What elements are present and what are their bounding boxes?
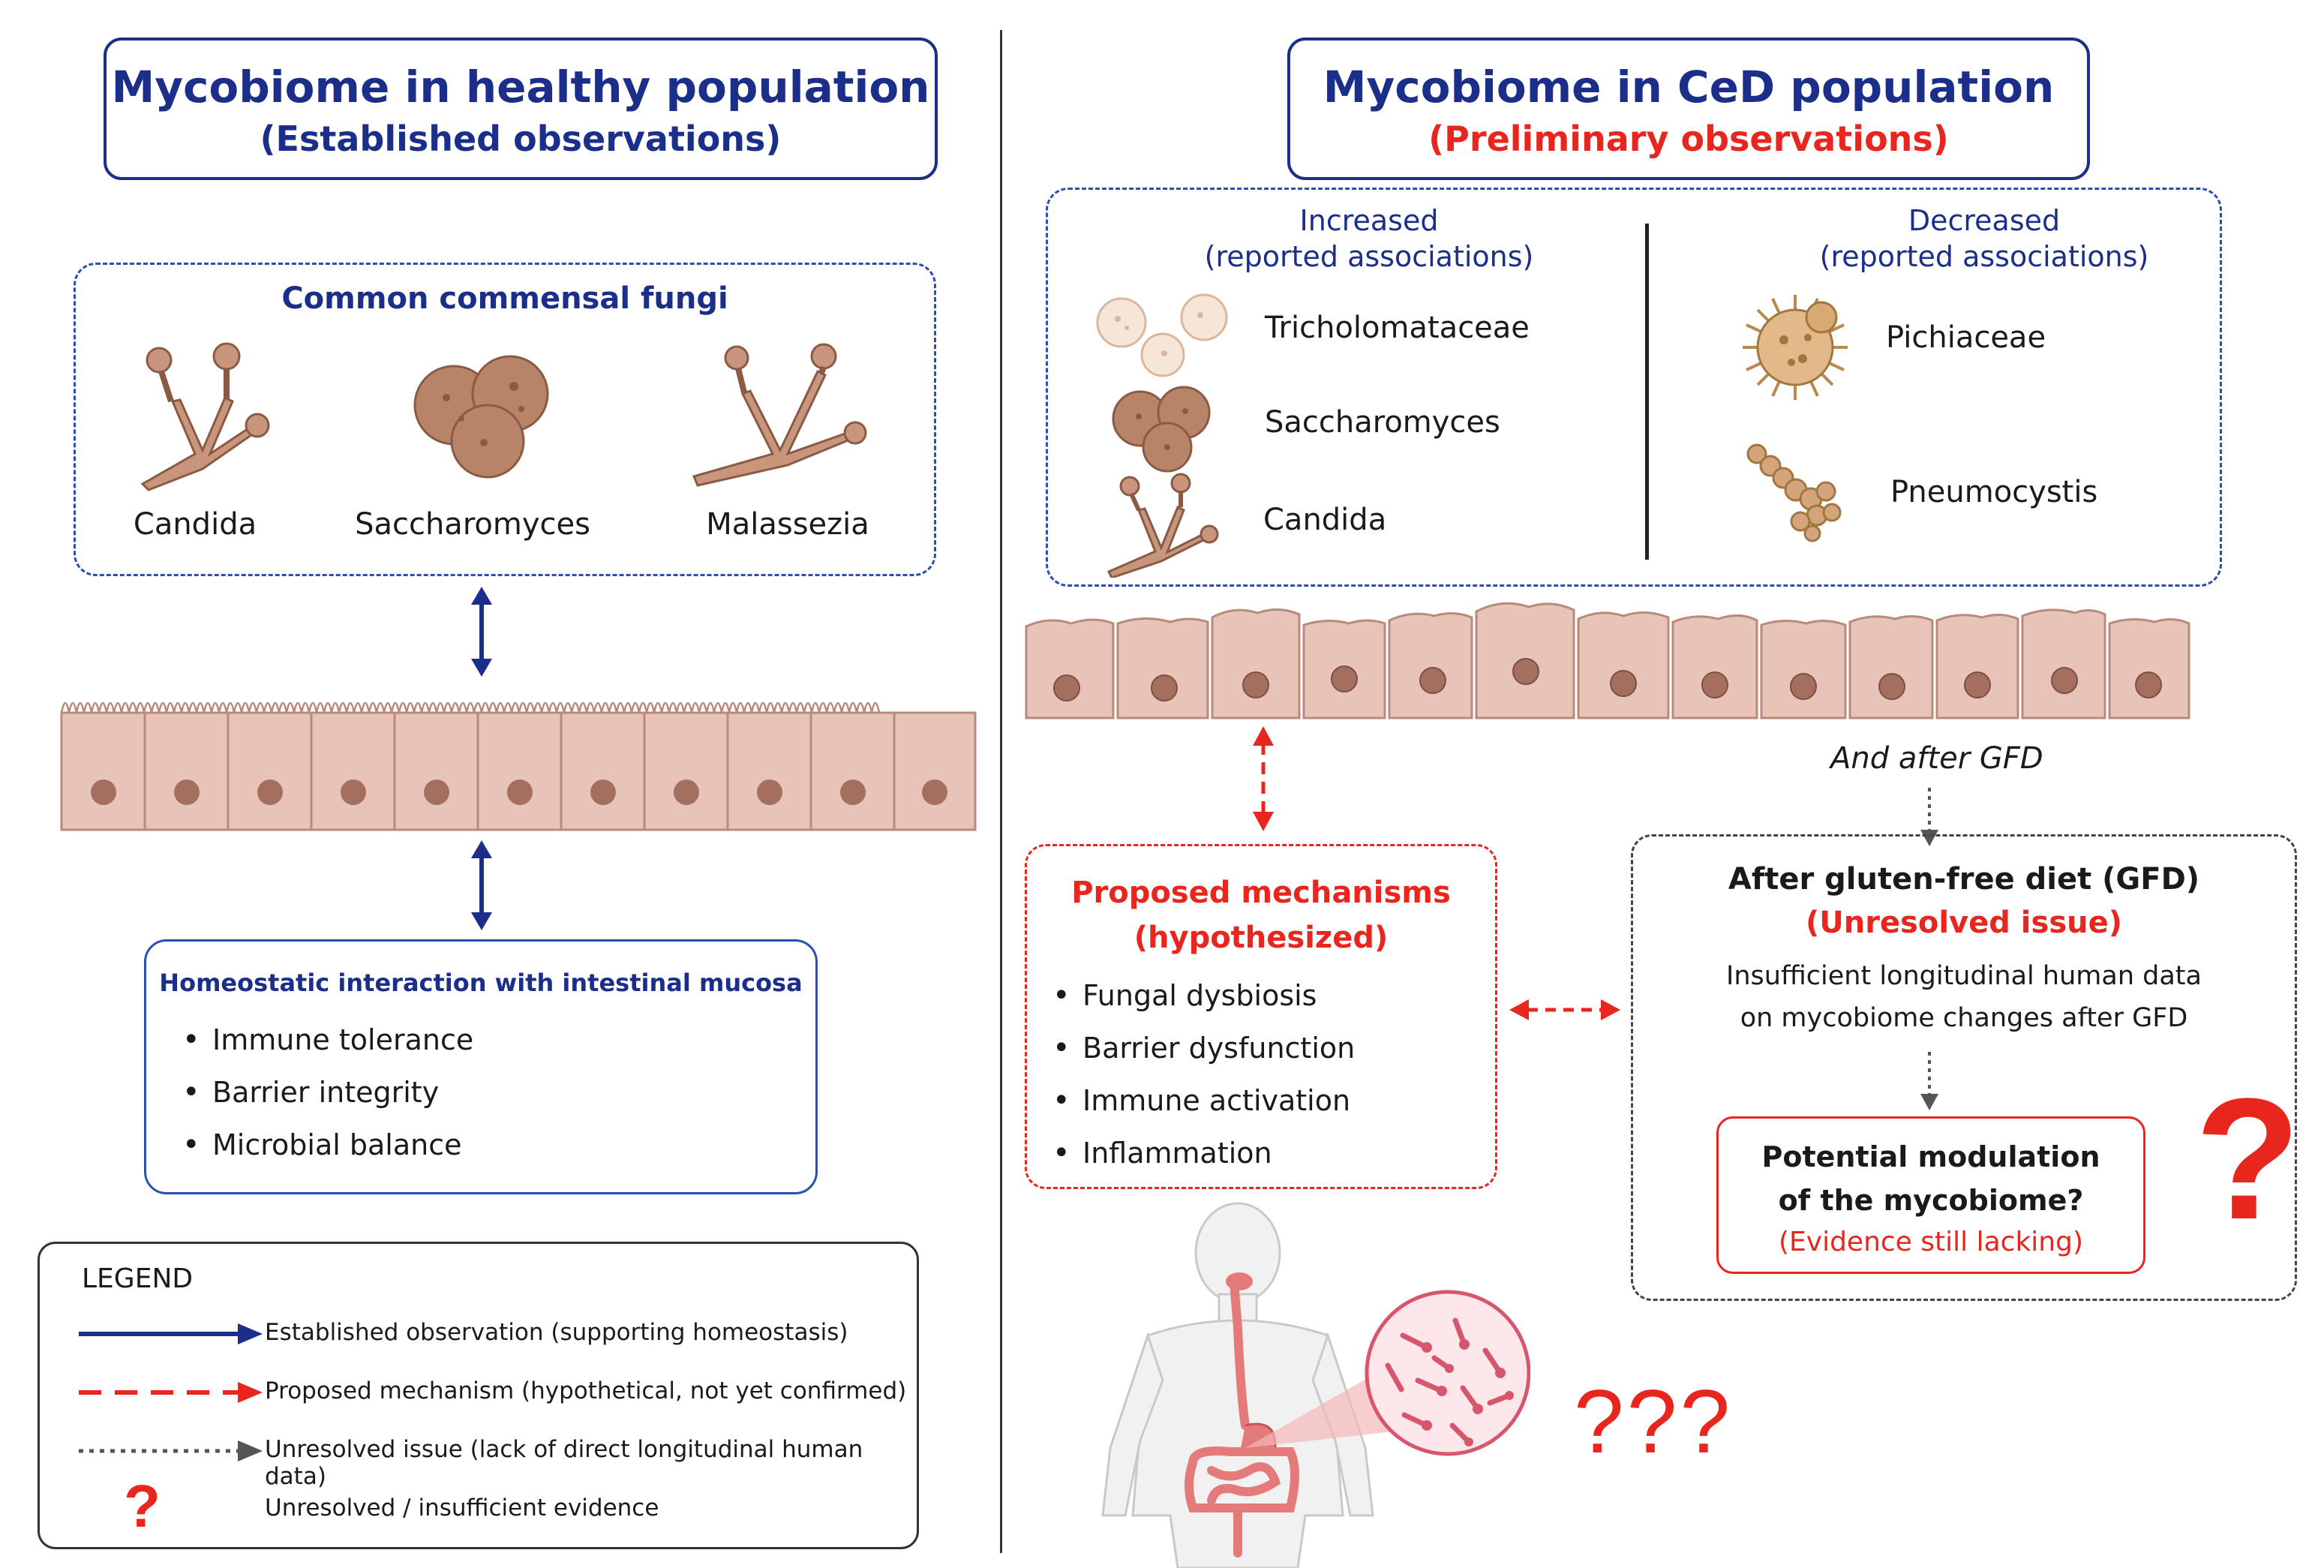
increased-decreased-divider — [1645, 224, 1649, 560]
unresolved-arrow-gfd — [1920, 788, 1938, 846]
left-title-box: Mycobiome in healthy population (Establi… — [104, 38, 938, 180]
legend-item-established: Established observation (supporting home… — [265, 1319, 848, 1346]
gfd-text-line1: Insufficient longitudinal human data — [1726, 961, 2202, 991]
right-title: Mycobiome in CeD population — [1323, 62, 2055, 113]
commensal-fungi-box: Common commensal fungi — [74, 263, 936, 576]
decreased-item-pneumocystis: Pneumocystis — [1890, 475, 2098, 509]
mechanisms-heading-line2: (hypothesized) — [1133, 921, 1389, 955]
homeostasis-box: Homeostatic interaction with intestinal … — [144, 939, 818, 1194]
gfd-heading: After gluten-free diet (GFD) — [1728, 862, 2200, 897]
decreased-heading: Decreased (reported associations) — [1808, 203, 2160, 275]
proposed-arrow-horizontal — [1509, 999, 1620, 1020]
established-arrow-upper — [471, 587, 492, 677]
homeostasis-heading: Homeostatic interaction with intestinal … — [159, 969, 803, 997]
proposed-mechanisms-box: Proposed mechanisms (hypothesized) Funga… — [1025, 844, 1497, 1189]
right-title-box: Mycobiome in CeD population (Preliminary… — [1287, 38, 2090, 180]
question-marks-icon: ??? — [1574, 1371, 1734, 1472]
modulation-line2: of the mycobiome? — [1778, 1184, 2084, 1217]
mechanisms-list: Fungal dysbiosis Barrier dysfunction Imm… — [1043, 969, 1495, 1179]
left-fungus-label-saccharomyces: Saccharomyces — [355, 507, 590, 542]
gfd-text: Insufficient longitudinal human data on … — [1633, 955, 2295, 1039]
and-after-gfd-label: And after GFD — [1830, 741, 2043, 776]
list-item: Microbial balance — [173, 1119, 815, 1171]
tricholomataceae-icon — [1096, 293, 1228, 377]
left-fungus-label-malassezia: Malassezia — [706, 507, 869, 542]
decreased-heading-line1: Decreased — [1908, 204, 2061, 237]
increased-item-saccharomyces: Saccharomyces — [1265, 405, 1500, 440]
legend-item-unresolved: Unresolved issue (lack of direct longitu… — [265, 1436, 863, 1490]
legend-solid-arrow-icon — [79, 1323, 263, 1344]
increased-heading-line1: Increased — [1299, 204, 1439, 237]
modulation-line1: Potential modulation — [1761, 1140, 2100, 1173]
pneumocystis-icon — [1746, 443, 1842, 542]
gfd-box: After gluten-free diet (GFD) (Unresolved… — [1631, 834, 2297, 1301]
malassezia-icon — [692, 343, 867, 487]
legend-dashed-arrow-icon — [79, 1382, 263, 1403]
legend-item-insufficient: Unresolved / insufficient evidence — [265, 1494, 659, 1521]
right-subtitle: (Preliminary observations) — [1428, 119, 1949, 159]
mechanisms-heading: Proposed mechanisms (hypothesized) — [1027, 870, 1495, 960]
legend-dotted-arrow-icon — [79, 1440, 263, 1461]
modulation-box: Potential modulation of the mycobiome? (… — [1716, 1116, 2145, 1274]
proposed-arrow-vertical — [1253, 726, 1274, 831]
left-title: Mycobiome in healthy population — [111, 62, 930, 113]
question-mark-icon: ? — [2195, 1062, 2301, 1255]
increased-item-tricholomataceae: Tricholomataceae — [1265, 311, 1530, 345]
candida-icon — [1106, 473, 1219, 578]
legend-title: LEGEND — [82, 1263, 194, 1294]
saccharomyces-icon — [413, 355, 549, 479]
gfd-status: (Unresolved issue) — [1805, 906, 2123, 940]
list-item: Inflammation — [1043, 1127, 1495, 1179]
established-arrow-lower — [471, 840, 492, 930]
legend-item-proposed: Proposed mechanism (hypothetical, not ye… — [265, 1377, 907, 1404]
decreased-item-pichiaceae: Pichiaceae — [1886, 320, 2046, 355]
increased-heading: Increased (reported associations) — [1193, 203, 1545, 275]
mechanisms-heading-line1: Proposed mechanisms — [1071, 876, 1451, 910]
ced-epithelium — [1025, 602, 2190, 719]
list-item: Barrier integrity — [173, 1066, 815, 1119]
list-item: Barrier dysfunction — [1043, 1022, 1495, 1074]
legend-question-icon: ? — [124, 1473, 161, 1539]
list-item: Immune tolerance — [173, 1014, 815, 1066]
list-item: Fungal dysbiosis — [1043, 969, 1495, 1022]
healthy-epithelium — [60, 701, 977, 831]
commensal-fungi-heading: Common commensal fungi — [281, 281, 728, 316]
unresolved-arrow-modulation — [1920, 1052, 1938, 1110]
candida-icon — [140, 342, 270, 491]
modulation-line3: (Evidence still lacking) — [1778, 1227, 2084, 1257]
increased-heading-line2: (reported associations) — [1204, 240, 1534, 273]
fungi-magnifier-icon — [1245, 1290, 1530, 1456]
left-subtitle: (Established observations) — [260, 119, 782, 159]
homeostasis-list: Immune tolerance Barrier integrity Micro… — [173, 1014, 815, 1171]
increased-item-candida: Candida — [1263, 503, 1387, 537]
decreased-heading-line2: (reported associations) — [1819, 240, 2149, 273]
left-fungus-label-candida: Candida — [133, 507, 257, 542]
pichiaceae-icon — [1743, 295, 1848, 400]
gfd-text-line2: on mycobiome changes after GFD — [1740, 1003, 2188, 1033]
panel-divider — [1000, 30, 1002, 1553]
list-item: Immune activation — [1043, 1074, 1495, 1127]
saccharomyces-icon — [1112, 386, 1211, 473]
legend-box: LEGEND Established observation (supporti… — [38, 1242, 919, 1549]
ced-fungi-box — [1046, 188, 2222, 587]
